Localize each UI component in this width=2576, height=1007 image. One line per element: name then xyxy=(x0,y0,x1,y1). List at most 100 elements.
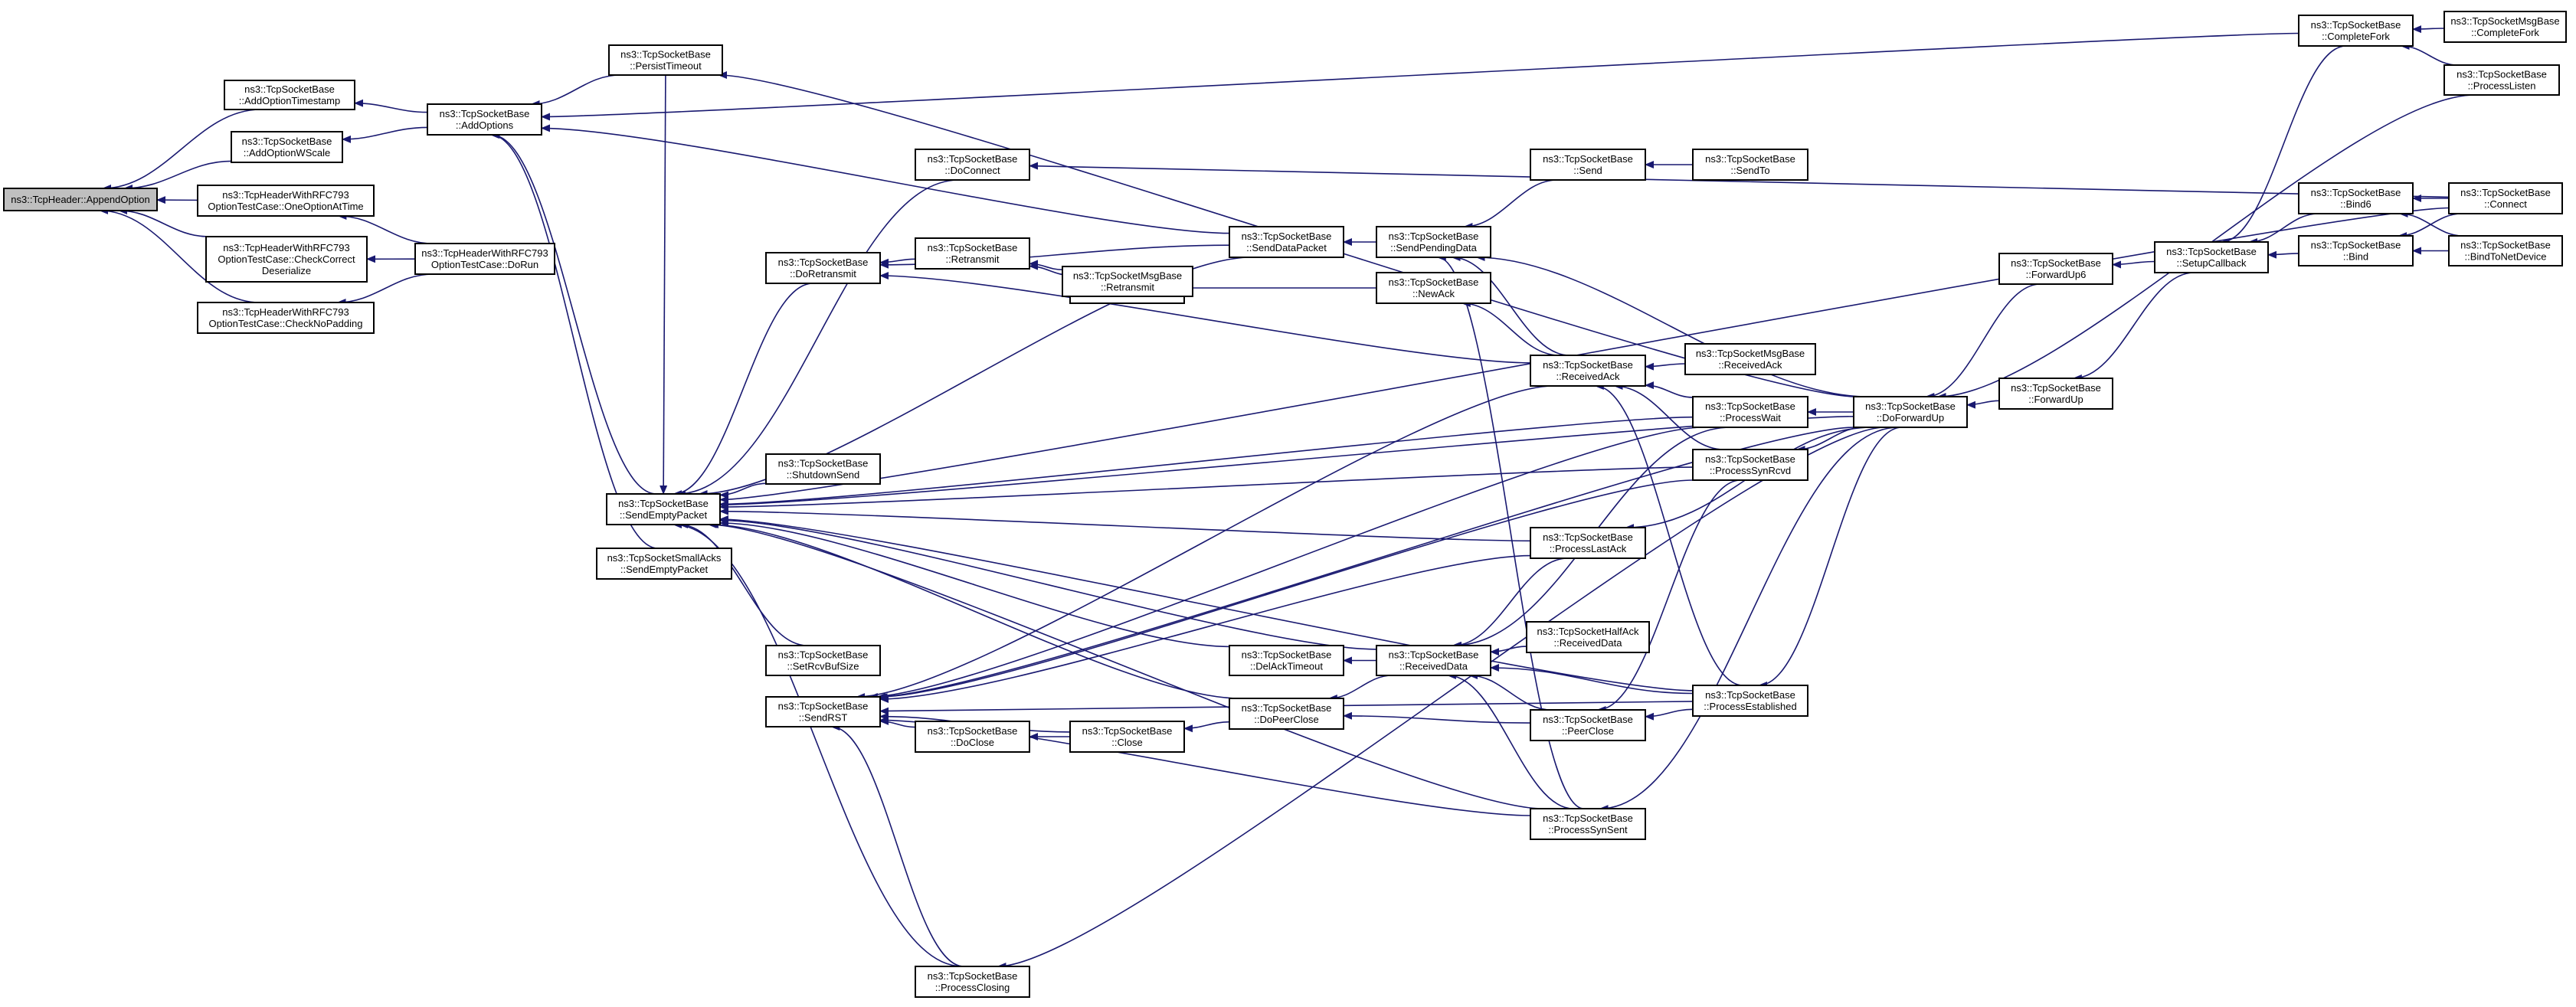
node-sendDataPacket[interactable]: ns3::TcpSocketBase::SendDataPacket xyxy=(1229,226,1344,258)
node-label: ::ForwardUp6 xyxy=(2026,269,2087,280)
node-bind6[interactable]: ns3::TcpSocketBase::Bind6 xyxy=(2298,182,2414,214)
node-label: ns3::TcpSocketBase xyxy=(1543,812,1633,824)
node-box xyxy=(1998,378,2113,410)
node-setupCallback[interactable]: ns3::TcpSocketBase::SetupCallback xyxy=(2154,241,2269,273)
edge-doRun-to-checkNoPadding xyxy=(336,273,434,306)
edge-msgCompleteFork-to-completeFork xyxy=(2412,25,2445,34)
node-label: ns3::TcpSocketBase xyxy=(1242,649,1332,661)
edge-processEstablished-to-receivedData xyxy=(1490,664,1694,695)
node-msgReceivedAck[interactable]: ns3::TcpSocketMsgBase::ReceivedAck xyxy=(1684,343,1816,375)
node-box xyxy=(606,493,721,525)
node-processSynRcvd[interactable]: ns3::TcpSocketBase::ProcessSynRcvd xyxy=(1692,449,1808,481)
node-delAckTimeout[interactable]: ns3::TcpSocketBase::DelAckTimeout xyxy=(1229,645,1344,676)
edge-addOptionWScale-to-appendOption xyxy=(123,160,232,192)
node-label: ns3::TcpSocketSmallAcks xyxy=(607,552,722,564)
node-shutdownSend[interactable]: ns3::TcpSocketBase::ShutdownSend xyxy=(765,453,881,485)
node-label: ns3::TcpSocketBase xyxy=(1705,689,1795,701)
node-sendTo[interactable]: ns3::TcpSocketBase::SendTo xyxy=(1692,149,1808,181)
node-doRun[interactable]: ns3::TcpHeaderWithRFC793OptionTestCase::… xyxy=(414,243,555,275)
node-label: ns3::TcpSocketBase xyxy=(1543,531,1633,543)
node-label: ::SendDataPacket xyxy=(1246,242,1327,253)
node-layer: ns3::TcpHeader::AppendOptionns3::TcpSock… xyxy=(3,11,2567,998)
node-setRcvBufSize[interactable]: ns3::TcpSocketBase::SetRcvBufSize xyxy=(765,645,881,676)
node-retransmit[interactable]: ns3::TcpSocketBase::Retransmit xyxy=(915,237,1030,270)
node-label: ::CompleteFork xyxy=(2471,27,2539,38)
edge-processClosing-to-sendRST xyxy=(830,723,964,967)
node-msgRetransmit[interactable]: ns3::TcpSocketMsgBase::Retransmit xyxy=(1062,266,1193,297)
node-box xyxy=(1853,396,1968,428)
node-label: ::SetRcvBufSize xyxy=(787,661,859,672)
node-processEstablished[interactable]: ns3::TcpSocketBase::ProcessEstablished xyxy=(1692,685,1808,717)
node-label: ns3::TcpSocketBase xyxy=(778,649,869,661)
node-box xyxy=(915,966,1030,998)
node-checkNoPadding[interactable]: ns3::TcpHeaderWithRFC793OptionTestCase::… xyxy=(197,302,375,334)
node-close[interactable]: ns3::TcpSocketBase::Close xyxy=(1069,721,1185,753)
node-label: ::ProcessSynRcvd xyxy=(1710,465,1791,476)
node-smallAcksSendEmptyPacket[interactable]: ns3::TcpSocketSmallAcks::SendEmptyPacket xyxy=(596,548,732,580)
node-doForwardUp[interactable]: ns3::TcpSocketBase::DoForwardUp xyxy=(1853,396,1968,428)
edge-checkNoPadding-to-appendOption xyxy=(99,207,260,303)
edge-layer xyxy=(99,25,2476,970)
node-box xyxy=(1376,226,1491,258)
node-label: ::ReceivedData xyxy=(1399,661,1468,672)
node-completeFork[interactable]: ns3::TcpSocketBase::CompleteFork xyxy=(2298,15,2414,47)
node-connect[interactable]: ns3::TcpSocketBase::Connect xyxy=(2448,182,2563,214)
node-label: ns3::TcpSocketBase xyxy=(1242,702,1332,714)
node-sendRST[interactable]: ns3::TcpSocketBase::SendRST xyxy=(765,696,881,727)
node-label: ::ShutdownSend xyxy=(787,469,859,481)
edge-smallAcksSendEmptyPacket-to-addOptions xyxy=(489,131,658,549)
edge-processSynRcvd-to-receivedAck xyxy=(1613,382,1724,450)
node-box xyxy=(596,548,732,580)
node-addOptionWScale[interactable]: ns3::TcpSocketBase::AddOptionWScale xyxy=(231,131,343,163)
node-receivedData[interactable]: ns3::TcpSocketBase::ReceivedData xyxy=(1376,645,1491,676)
node-appendOption[interactable]: ns3::TcpHeader::AppendOption xyxy=(3,188,158,211)
node-addOptionTimestamp[interactable]: ns3::TcpSocketBase::AddOptionTimestamp xyxy=(224,80,355,110)
node-peerClose[interactable]: ns3::TcpSocketBase::PeerClose xyxy=(1530,709,1646,741)
node-sendPendingData[interactable]: ns3::TcpSocketBase::SendPendingData xyxy=(1376,226,1491,258)
node-newAck[interactable]: ns3::TcpSocketBase::NewAck xyxy=(1376,272,1491,304)
node-msgCompleteFork[interactable]: ns3::TcpSocketMsgBase::CompleteFork xyxy=(2443,11,2567,43)
node-label: ::DoClose xyxy=(951,737,994,748)
node-oneOptionAtTime[interactable]: ns3::TcpHeaderWithRFC793OptionTestCase::… xyxy=(197,185,375,217)
edge-doPeerClose-to-sendEmptyPacket xyxy=(709,521,1240,699)
node-label: ns3::TcpHeaderWithRFC793 xyxy=(421,247,548,259)
node-sendEmptyPacket[interactable]: ns3::TcpSocketBase::SendEmptyPacket xyxy=(606,493,721,525)
node-box xyxy=(414,243,555,275)
edge-processLastAck-to-receivedData xyxy=(1452,557,1568,649)
node-persistTimeout[interactable]: ns3::TcpSocketBase::PersistTimeout xyxy=(608,44,723,76)
edge-doPeerClose-to-close xyxy=(1183,721,1230,733)
node-doClose[interactable]: ns3::TcpSocketBase::DoClose xyxy=(915,721,1030,753)
node-box xyxy=(1069,721,1185,753)
edge-doRetransmit-to-sendEmptyPacket xyxy=(673,283,813,498)
node-halfAckReceivedData[interactable]: ns3::TcpSocketHalfAck::ReceivedData xyxy=(1526,621,1650,653)
node-processLastAck[interactable]: ns3::TcpSocketBase::ProcessLastAck xyxy=(1530,527,1646,559)
node-processWait[interactable]: ns3::TcpSocketBase::ProcessWait xyxy=(1692,396,1808,428)
edge-halfAckReceivedData-to-receivedData xyxy=(1490,646,1527,656)
node-label: ::ForwardUp xyxy=(2028,394,2083,405)
node-processClosing[interactable]: ns3::TcpSocketBase::ProcessClosing xyxy=(915,966,1030,998)
edge-doForwardUp-to-sendRST xyxy=(876,427,1855,701)
node-doPeerClose[interactable]: ns3::TcpSocketBase::DoPeerClose xyxy=(1229,698,1344,730)
node-label: ns3::TcpHeaderWithRFC793 xyxy=(223,242,349,253)
node-box xyxy=(1530,527,1646,559)
node-addOptions[interactable]: ns3::TcpSocketBase::AddOptions xyxy=(427,103,542,136)
node-receivedAck[interactable]: ns3::TcpSocketBase::ReceivedAck xyxy=(1530,355,1646,387)
node-send[interactable]: ns3::TcpSocketBase::Send xyxy=(1530,149,1646,181)
node-bind[interactable]: ns3::TcpSocketBase::Bind xyxy=(2298,235,2414,266)
node-label: ::NewAck xyxy=(1412,288,1455,299)
node-forwardUp[interactable]: ns3::TcpSocketBase::ForwardUp xyxy=(1998,378,2113,410)
edge-setupCallback-to-forwardUp6 xyxy=(2112,260,2155,269)
node-doConnect[interactable]: ns3::TcpSocketBase::DoConnect xyxy=(915,149,1030,181)
edge-msgReceivedAck-to-receivedAck xyxy=(1645,362,1686,371)
node-processListen[interactable]: ns3::TcpSocketBase::ProcessListen xyxy=(2443,64,2560,96)
edge-doForwardUp-to-processSynSent xyxy=(1599,427,1899,812)
node-processSynSent[interactable]: ns3::TcpSocketBase::ProcessSynSent xyxy=(1530,808,1646,840)
node-checkCorrectDeserialize[interactable]: ns3::TcpHeaderWithRFC793OptionTestCase::… xyxy=(205,236,368,283)
node-doRetransmit[interactable]: ns3::TcpSocketBase::DoRetransmit xyxy=(765,252,881,284)
node-bindToNetDevice[interactable]: ns3::TcpSocketBase::BindToNetDevice xyxy=(2448,235,2563,266)
node-forwardUp6[interactable]: ns3::TcpSocketBase::ForwardUp6 xyxy=(1998,253,2113,285)
node-box xyxy=(1062,266,1193,297)
node-label: OptionTestCase::OneOptionAtTime xyxy=(208,201,363,212)
node-box xyxy=(2154,241,2269,273)
